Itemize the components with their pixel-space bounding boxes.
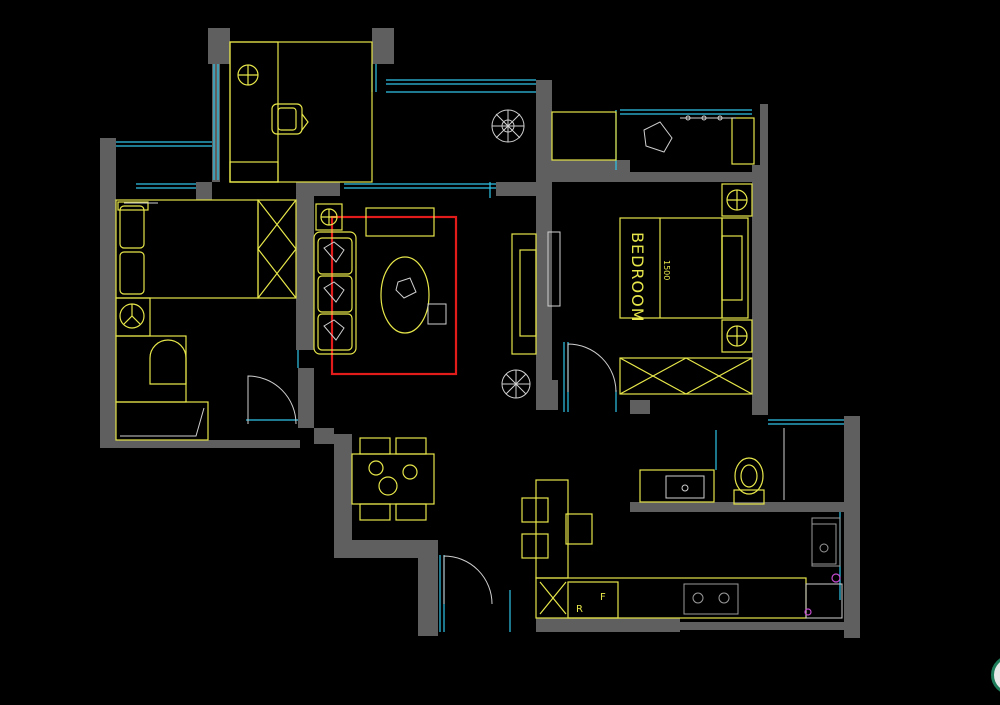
- plant-icon: [491, 109, 525, 143]
- dining: [351, 437, 435, 521]
- room-label: BEDROOM: [628, 232, 647, 323]
- bed-icon: [619, 183, 753, 353]
- door-swing-icon: [443, 555, 493, 605]
- office-chair-icon: [271, 103, 309, 135]
- kitchen: R F: [443, 479, 843, 619]
- sink-icon: [811, 523, 837, 565]
- lamp-icon: [119, 303, 145, 329]
- freezer-label: F: [600, 592, 606, 603]
- master-bedroom: BEDROOM 1500: [551, 111, 755, 395]
- rug: [330, 215, 458, 376]
- stove-icon: [683, 583, 739, 615]
- toilet-icon: [733, 457, 765, 505]
- living-room: [313, 203, 561, 399]
- lamp-icon: [237, 64, 259, 86]
- sofa-icon: [313, 231, 357, 355]
- sink-icon: [665, 475, 705, 499]
- left-bedroom: [115, 199, 297, 441]
- windows: [116, 64, 844, 632]
- dimension-label: 1500: [662, 260, 671, 280]
- door-swing-icon: [567, 343, 617, 393]
- fridge-label: R: [576, 604, 583, 615]
- plant-icon: [501, 369, 531, 399]
- walls: [100, 28, 860, 638]
- balcony-study: [229, 41, 525, 183]
- door-swing-icon: [247, 375, 297, 425]
